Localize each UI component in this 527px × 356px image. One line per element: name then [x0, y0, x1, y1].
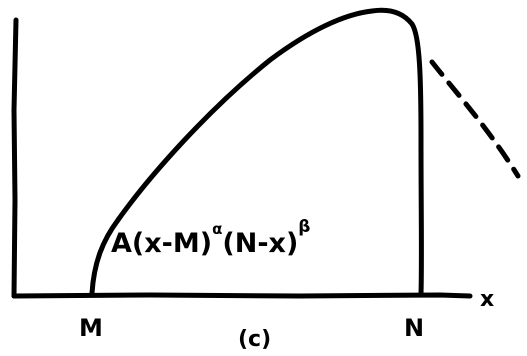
density-curve [89, 7, 424, 297]
formula-alpha-exponent: α [212, 220, 222, 238]
panel-caption: (c) [238, 327, 271, 352]
y-axis [11, 17, 19, 299]
x-axis-label: x [480, 287, 494, 312]
x-axis [11, 292, 473, 299]
m-point-label: M [79, 314, 103, 342]
formula-base: A(x-M) [111, 228, 212, 259]
n-point-label: N [404, 314, 424, 342]
formula-mid: (N-x) [222, 228, 298, 259]
formula-beta-exponent: β [298, 217, 310, 237]
formula-label: A(x-M)α(N-x)β [111, 217, 310, 259]
dashed-tail [429, 59, 521, 179]
